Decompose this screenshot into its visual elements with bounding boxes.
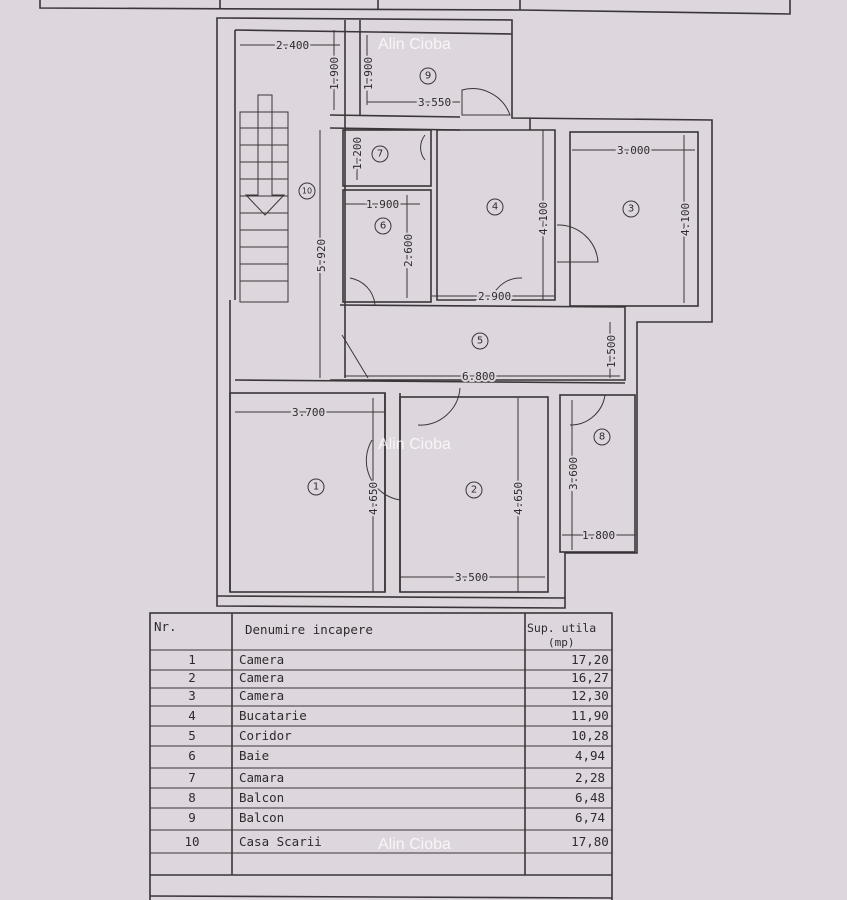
table-row-name: Balcon <box>239 790 284 805</box>
svg-text:9: 9 <box>425 71 431 82</box>
room-label-3: 3 <box>622 200 640 218</box>
table-row-nr: 1 <box>188 652 196 667</box>
table-row-area: 2,28 <box>575 770 605 785</box>
room-label-7: 7 <box>371 145 389 163</box>
table-row-name: Camara <box>239 770 284 785</box>
dimension-lines <box>235 30 695 592</box>
dim-balcony8-depth: 3.600 <box>567 457 580 490</box>
table-row-nr: 4 <box>188 708 196 723</box>
table-row-nr: 3 <box>188 688 196 703</box>
table-row-area: 10,28 <box>571 728 609 743</box>
table-row: 1 Camera 17,20 <box>188 652 609 667</box>
table-row-area: 6,74 <box>575 810 605 825</box>
table-row-name: Camera <box>239 652 284 667</box>
table-row: 10 Casa Scarii 17,80 <box>184 834 608 849</box>
table-row-name: Casa Scarii <box>239 834 322 849</box>
room-label-8: 8 <box>593 428 611 446</box>
table-row: 4 Bucatarie 11,90 <box>188 708 609 723</box>
table-row: 6 Baie 4,94 <box>188 748 605 763</box>
svg-text:2: 2 <box>471 485 477 496</box>
svg-text:7: 7 <box>377 149 383 160</box>
dim-bath-width: 1.900 <box>366 198 399 211</box>
svg-text:6: 6 <box>380 221 386 232</box>
dim-balcony9-width: 3.550 <box>418 96 451 109</box>
room-label-2: 2 <box>465 481 483 499</box>
top-table-fragment <box>39 0 791 15</box>
table-row-name: Coridor <box>239 728 292 743</box>
dim-bath-depth: 2.600 <box>402 234 415 267</box>
watermark: Alin Cioba <box>378 36 451 53</box>
svg-text:10: 10 <box>302 187 312 196</box>
dimension-labels: 2.400 1.900 1.900 3.550 1.200 1.900 2.60… <box>274 37 694 586</box>
dim-kitchen-width: 2.900 <box>478 290 511 303</box>
watermark: Alin Cioba <box>378 436 451 453</box>
svg-text:3: 3 <box>628 204 634 215</box>
dim-corridor-length: 6.800 <box>462 370 495 383</box>
table-row-nr: 10 <box>184 834 199 849</box>
table-row-name: Bucatarie <box>239 708 307 723</box>
dim-balcony8-width: 1.800 <box>582 529 615 542</box>
table-row: 9 Balcon 6,74 <box>188 810 605 825</box>
table-row-area: 4,94 <box>575 748 605 763</box>
svg-text:8: 8 <box>599 432 605 443</box>
header-name: Denumire incapere <box>245 622 373 637</box>
dim-room1-width: 3.700 <box>292 406 325 419</box>
dim-corridor-depth: 1.500 <box>605 335 618 368</box>
table-row-name: Camera <box>239 670 284 685</box>
walls <box>216 17 713 609</box>
header-area-unit: (mp) <box>548 636 575 649</box>
room-label-6: 6 <box>374 217 392 235</box>
table-row-nr: 8 <box>188 790 196 805</box>
table-row: 8 Balcon 6,48 <box>188 790 605 805</box>
watermark: Alin Cioba <box>378 836 451 853</box>
table-row-area: 17,20 <box>571 652 609 667</box>
room-labels: 1 2 3 4 5 6 7 8 9 10 <box>298 67 640 499</box>
table-row-nr: 7 <box>188 770 196 785</box>
table-row-nr: 9 <box>188 810 196 825</box>
room-label-1: 1 <box>307 478 325 496</box>
room-label-10: 10 <box>298 182 316 200</box>
room-label-5: 5 <box>471 332 489 350</box>
table-row-nr: 5 <box>188 728 196 743</box>
doors <box>341 88 606 501</box>
dim-pantry-depth: 1.200 <box>351 137 364 170</box>
table-row-area: 17,80 <box>571 834 609 849</box>
table-row-area: 11,90 <box>571 708 609 723</box>
table-row: 7 Camara 2,28 <box>188 770 605 785</box>
dim-room1-depth: 4.650 <box>367 482 380 515</box>
header-nr: Nr. <box>154 619 177 634</box>
table-row: 5 Coridor 10,28 <box>188 728 609 743</box>
table-row: 3 Camera 12,30 <box>188 688 609 703</box>
table-row-area: 6,48 <box>575 790 605 805</box>
dim-stair-depth-top: 1.900 <box>328 57 341 90</box>
table-row-area: 12,30 <box>571 688 609 703</box>
dim-room3-depth: 4.100 <box>679 203 692 236</box>
table-row-name: Camera <box>239 688 284 703</box>
room-label-9: 9 <box>419 67 437 85</box>
stair-direction-arrow-icon <box>244 94 286 216</box>
table-row-nr: 6 <box>188 748 196 763</box>
svg-text:1: 1 <box>313 482 319 493</box>
table-row-name: Baie <box>239 748 269 763</box>
table-row-name: Balcon <box>239 810 284 825</box>
table-row: 2 Camera 16,27 <box>188 670 609 685</box>
table-row-nr: 2 <box>188 670 196 685</box>
dim-balcony9-depth: 1.900 <box>362 57 375 90</box>
table-row-area: 16,27 <box>571 670 609 685</box>
dim-room3-width: 3.000 <box>617 144 650 157</box>
staircase <box>239 94 289 303</box>
svg-text:5: 5 <box>477 336 483 347</box>
dim-room2-width: 3.500 <box>455 571 488 584</box>
dim-room2-depth: 4.650 <box>512 482 525 515</box>
dim-stair-length: 5.920 <box>315 239 328 272</box>
dim-kitchen-depth: 4.100 <box>537 202 550 235</box>
svg-text:4: 4 <box>492 202 498 213</box>
room-label-4: 4 <box>486 198 504 216</box>
header-area: Sup. utila <box>527 621 596 635</box>
dim-stair-width: 2.400 <box>276 39 309 52</box>
